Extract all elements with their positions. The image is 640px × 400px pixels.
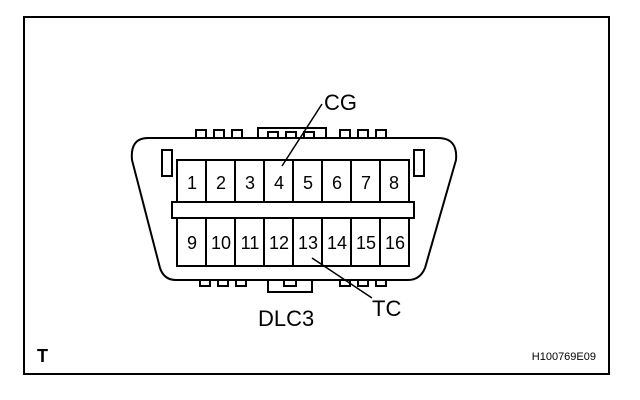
- pin-label-14: 14: [327, 233, 347, 253]
- bottom-teeth: [199, 280, 387, 293]
- pin-label-15: 15: [356, 233, 376, 253]
- pin-label-6: 6: [332, 173, 342, 193]
- pin-label-9: 9: [187, 233, 197, 253]
- callout-dlc3: DLC3: [258, 306, 314, 331]
- callout-cg: CG: [324, 90, 357, 115]
- figure-frame: [23, 16, 610, 375]
- callout-tc: TC: [372, 296, 401, 321]
- connector-housing: [130, 137, 458, 281]
- pin-label-2: 2: [216, 173, 226, 193]
- tc-leader-line: [311, 257, 373, 299]
- pin-label-7: 7: [361, 173, 371, 193]
- right-latch-slot: [413, 149, 425, 177]
- left-latch-slot: [161, 149, 173, 177]
- center-rail: [171, 201, 415, 219]
- pin-label-4: 4: [274, 173, 284, 193]
- pin-label-13: 13: [298, 233, 318, 253]
- pin-label-5: 5: [303, 173, 313, 193]
- pin-label-3: 3: [245, 173, 255, 193]
- figure-code: H100769E09: [532, 351, 596, 363]
- corner-letter: T: [37, 346, 48, 366]
- pin-label-11: 11: [241, 233, 260, 253]
- top-teeth: [195, 127, 387, 138]
- pin-label-10: 10: [211, 233, 231, 253]
- pin-label-16: 16: [385, 233, 405, 253]
- pin-dividers: [205, 160, 381, 266]
- pin-label-1: 1: [187, 173, 197, 193]
- pin-label-8: 8: [389, 173, 399, 193]
- pin-label-12: 12: [269, 233, 289, 253]
- cg-leader-line: [281, 103, 323, 167]
